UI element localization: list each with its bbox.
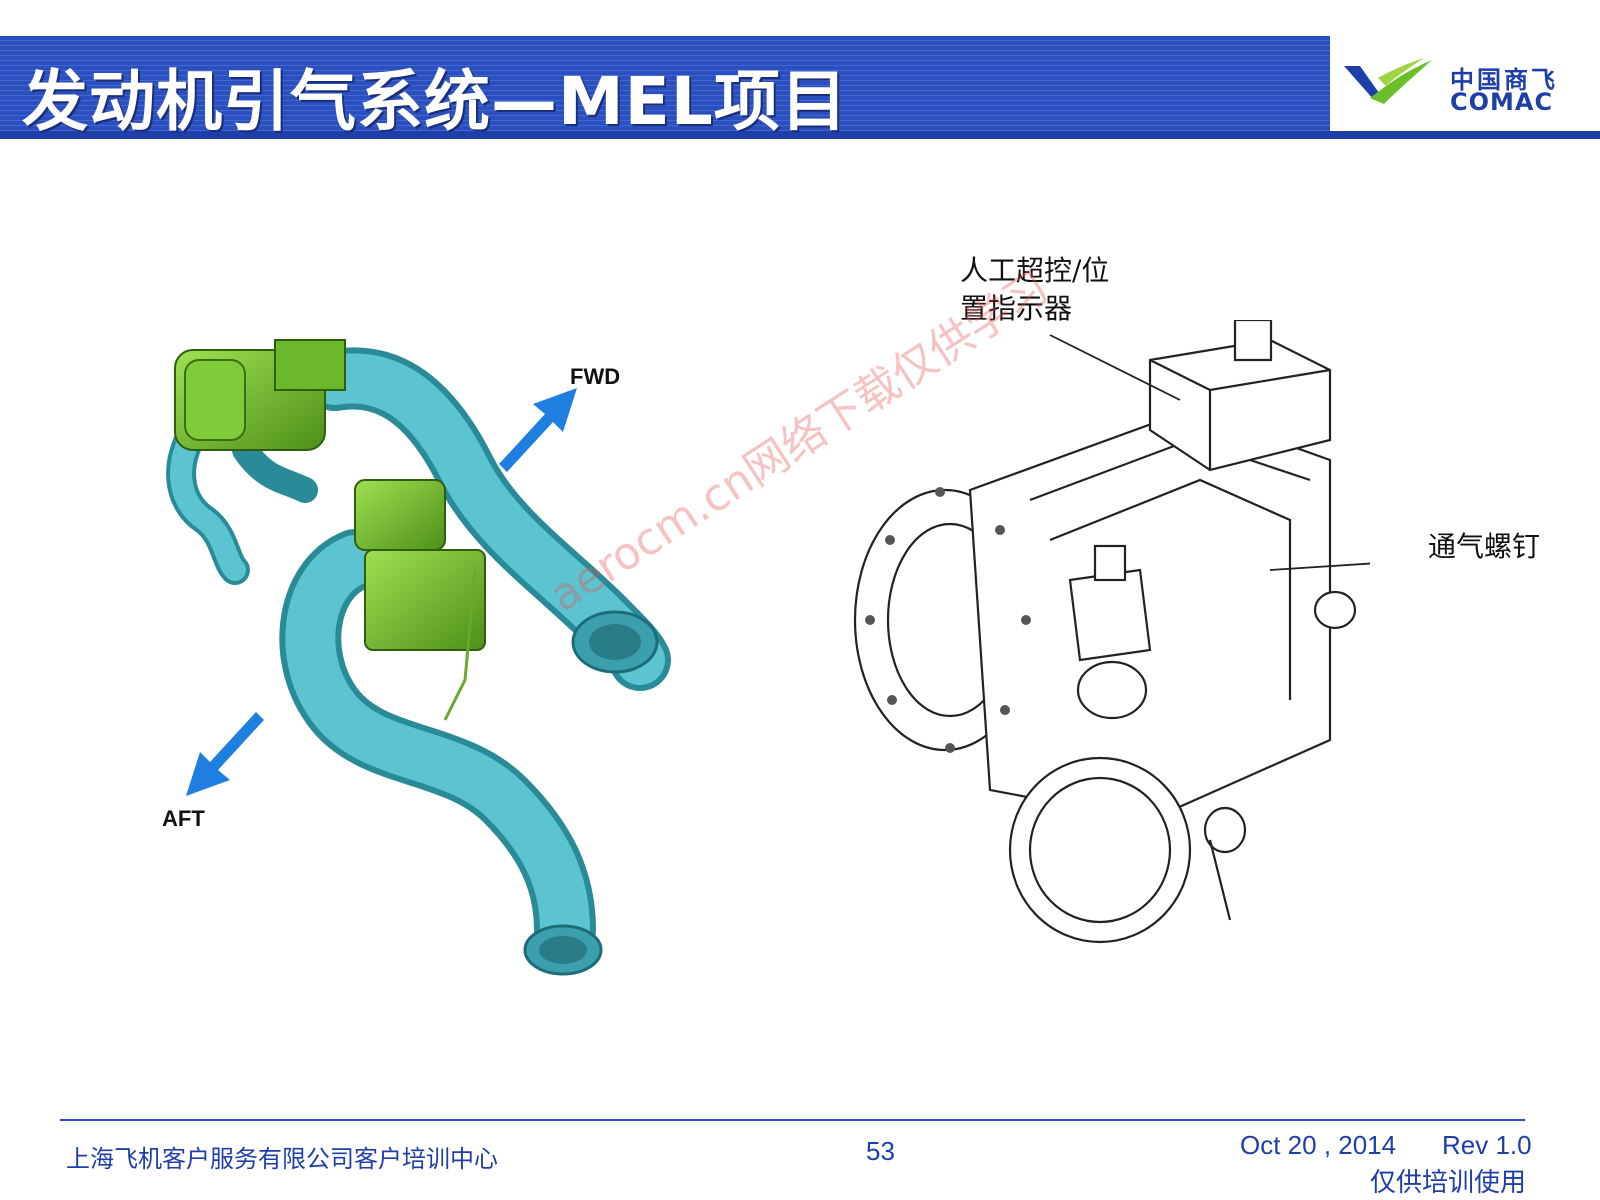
valve-drawing — [853, 318, 1426, 944]
footer-company: 上海飞机客户服务有限公司客户培训中心 — [66, 1145, 498, 1173]
callout-manual-override-line2: 置指示器 — [960, 292, 1073, 325]
bleed-duct-drawing — [166, 339, 671, 976]
logo-text-cn: 中国商飞 — [1450, 66, 1558, 94]
bleed-duct-illustration: FWD AFT — [135, 320, 695, 1020]
page-number: 53 — [866, 1136, 895, 1166]
callout-vent-screw: 通气螺钉 — [1428, 530, 1541, 563]
footer-divider — [60, 1119, 1525, 1121]
footer-revision: Rev 1.0 — [1442, 1130, 1532, 1160]
header-band — [0, 36, 1330, 131]
comac-swoosh-icon — [1344, 58, 1432, 104]
valve-line-drawing: 人工超控/位 置指示器 — [850, 254, 1426, 960]
logo-text-en: COMAC — [1450, 88, 1554, 116]
aft-arrow-icon — [186, 712, 264, 796]
callout-manual-override-line1: 人工超控/位 — [960, 254, 1110, 287]
fwd-label: FWD — [570, 364, 621, 389]
footer-training-only: 仅供培训使用 — [1370, 1168, 1527, 1198]
comac-logo: 中国商飞 COMAC — [1340, 46, 1590, 126]
slide-title: 发动机引气系统—MEL项目 — [22, 63, 848, 140]
fwd-arrow-icon — [499, 388, 577, 472]
callout-manual-override: 人工超控/位 置指示器 — [960, 252, 1109, 328]
header-divider — [0, 131, 1600, 139]
aft-label: AFT — [162, 806, 205, 831]
footer-date: Oct 20 , 2014 — [1240, 1130, 1397, 1160]
